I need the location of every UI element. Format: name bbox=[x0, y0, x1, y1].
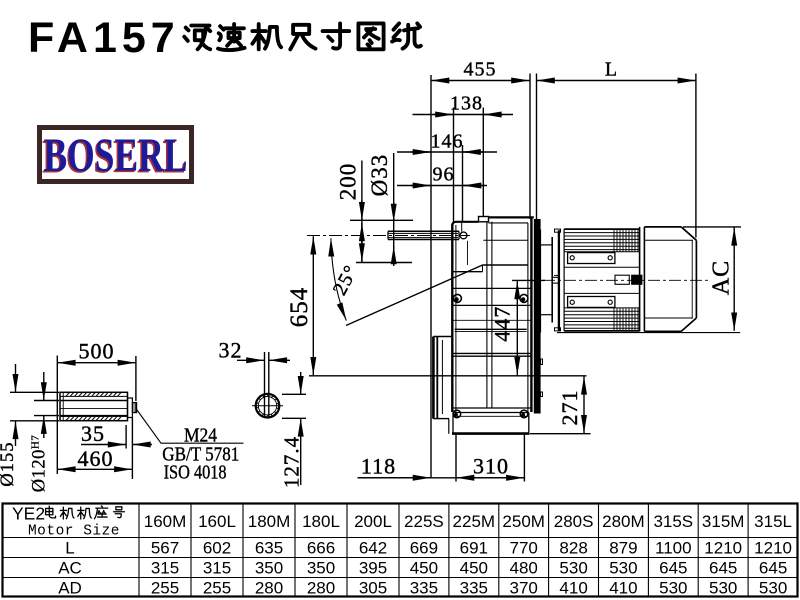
svg-text:138: 138 bbox=[450, 93, 483, 115]
svg-text:1210: 1210 bbox=[754, 539, 792, 558]
svg-text:255: 255 bbox=[151, 579, 179, 598]
svg-text:642: 642 bbox=[359, 539, 387, 558]
svg-text:335: 335 bbox=[460, 579, 488, 598]
svg-text:645: 645 bbox=[659, 559, 687, 578]
svg-text:530: 530 bbox=[559, 559, 587, 578]
svg-text:250M: 250M bbox=[502, 512, 545, 531]
svg-text:602: 602 bbox=[203, 539, 231, 558]
svg-text:146: 146 bbox=[431, 131, 464, 153]
svg-text:370: 370 bbox=[510, 579, 538, 598]
svg-text:410: 410 bbox=[559, 579, 587, 598]
svg-text:118: 118 bbox=[361, 454, 396, 479]
svg-text:280M: 280M bbox=[602, 512, 645, 531]
svg-text:L: L bbox=[605, 59, 618, 81]
svg-text:225M: 225M bbox=[453, 512, 496, 531]
svg-text:450: 450 bbox=[460, 559, 488, 578]
svg-text:BOSERL: BOSERL bbox=[42, 131, 186, 184]
svg-text:828: 828 bbox=[559, 539, 587, 558]
svg-text:450: 450 bbox=[410, 559, 438, 578]
svg-text:530: 530 bbox=[609, 559, 637, 578]
svg-text:567: 567 bbox=[151, 539, 179, 558]
svg-text:35: 35 bbox=[81, 421, 105, 446]
svg-text:410: 410 bbox=[609, 579, 637, 598]
svg-text:160M: 160M bbox=[144, 512, 187, 531]
svg-text:691: 691 bbox=[460, 539, 488, 558]
svg-text:654: 654 bbox=[286, 287, 313, 328]
svg-text:350: 350 bbox=[307, 559, 335, 578]
svg-text:ISO 4018: ISO 4018 bbox=[164, 461, 227, 483]
svg-text:AC: AC bbox=[58, 559, 82, 578]
svg-text:M24: M24 bbox=[184, 425, 217, 447]
svg-text:200L: 200L bbox=[354, 512, 392, 531]
svg-text:96: 96 bbox=[433, 164, 455, 186]
svg-text:AC: AC bbox=[709, 260, 735, 295]
svg-text:530: 530 bbox=[659, 579, 687, 598]
svg-text:455: 455 bbox=[464, 59, 497, 81]
svg-text:669: 669 bbox=[410, 539, 438, 558]
svg-text:280: 280 bbox=[255, 579, 283, 598]
svg-text:500: 500 bbox=[79, 339, 115, 364]
svg-text:L: L bbox=[65, 539, 74, 558]
svg-text:770: 770 bbox=[510, 539, 538, 558]
svg-text:280: 280 bbox=[307, 579, 335, 598]
svg-text:280S: 280S bbox=[554, 512, 594, 531]
svg-text:225S: 225S bbox=[404, 512, 444, 531]
svg-text:200: 200 bbox=[336, 163, 361, 201]
svg-text:315: 315 bbox=[151, 559, 179, 578]
svg-text:GB/T 5781: GB/T 5781 bbox=[162, 444, 239, 466]
svg-text:1210: 1210 bbox=[704, 539, 742, 558]
svg-text:YE2: YE2 bbox=[12, 504, 45, 524]
svg-text:255: 255 bbox=[203, 579, 231, 598]
svg-text:645: 645 bbox=[759, 559, 787, 578]
svg-text:305: 305 bbox=[359, 579, 387, 598]
svg-text:315M: 315M bbox=[702, 512, 745, 531]
svg-text:32: 32 bbox=[219, 338, 243, 363]
svg-text:AD: AD bbox=[58, 579, 82, 598]
svg-text:315S: 315S bbox=[653, 512, 693, 531]
svg-text:1100: 1100 bbox=[655, 539, 692, 558]
svg-text:666: 666 bbox=[307, 539, 335, 558]
svg-text:335: 335 bbox=[410, 579, 438, 598]
svg-text:Ø155: Ø155 bbox=[0, 441, 18, 486]
svg-text:350: 350 bbox=[255, 559, 283, 578]
svg-text:635: 635 bbox=[255, 539, 283, 558]
svg-text:FA157: FA157 bbox=[28, 14, 180, 62]
svg-text:315L: 315L bbox=[754, 512, 792, 531]
svg-text:Motor Size: Motor Size bbox=[28, 524, 120, 540]
svg-text:180M: 180M bbox=[248, 512, 291, 531]
svg-text:315: 315 bbox=[203, 559, 231, 578]
svg-text:530: 530 bbox=[709, 579, 737, 598]
svg-text:395: 395 bbox=[359, 559, 387, 578]
svg-text:447: 447 bbox=[490, 306, 515, 342]
svg-text:645: 645 bbox=[709, 559, 737, 578]
svg-text:180L: 180L bbox=[302, 512, 340, 531]
svg-text:BOSERL: BOSERL bbox=[44, 129, 188, 182]
svg-text:879: 879 bbox=[609, 539, 637, 558]
svg-text:310: 310 bbox=[473, 454, 509, 479]
svg-text:460: 460 bbox=[78, 446, 114, 471]
svg-text:160L: 160L bbox=[198, 512, 236, 531]
svg-text:Ø33: Ø33 bbox=[367, 154, 392, 197]
svg-text:480: 480 bbox=[510, 559, 538, 578]
svg-text:530: 530 bbox=[759, 579, 787, 598]
svg-text:127.4: 127.4 bbox=[280, 436, 304, 488]
svg-text:271: 271 bbox=[557, 390, 582, 426]
